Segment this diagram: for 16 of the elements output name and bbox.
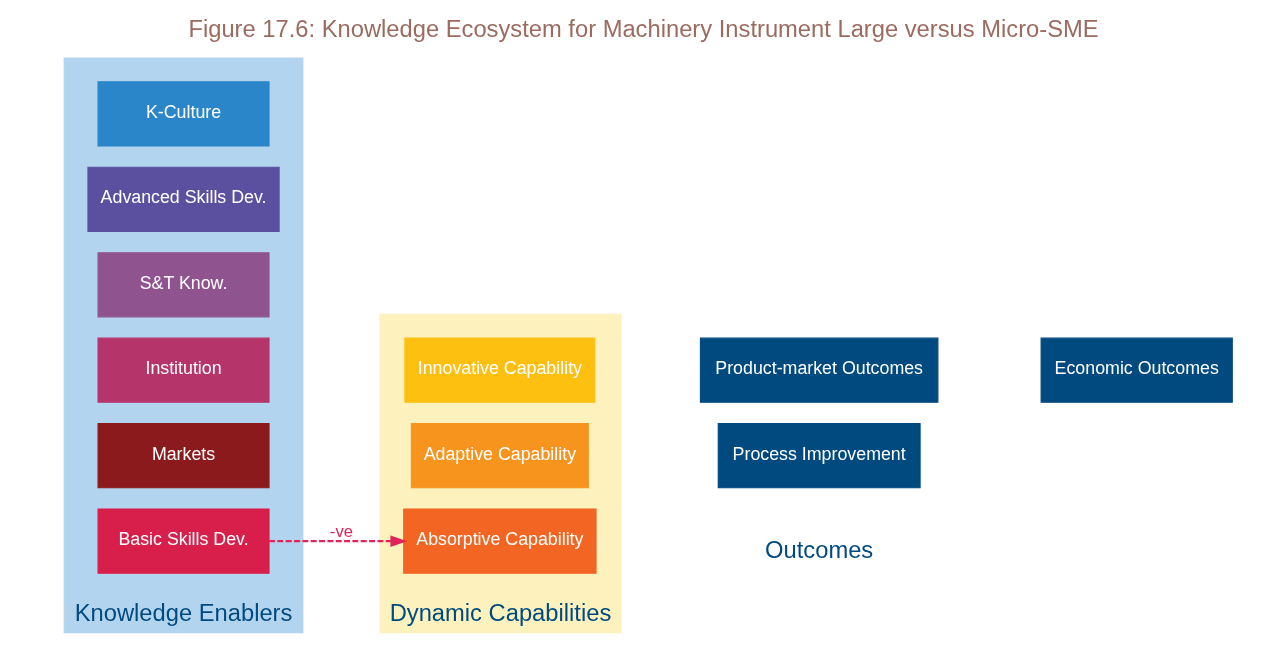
node-box: Adaptive Capability (410, 423, 589, 489)
node-box: Advanced Skills Dev. (87, 166, 280, 232)
diagram-title: Figure 17.6: Knowledge Ecosystem for Machinery Instrument Large versus Micro-SME (188, 15, 1099, 42)
node-box: S&T Know. (97, 252, 270, 318)
node-box: K-Culture (97, 81, 270, 147)
node-box: Absorptive Capability (403, 508, 597, 574)
node-box: Markets (97, 423, 270, 489)
node-box: Basic Skills Dev. (97, 508, 270, 574)
node-box: Process Improvement (717, 423, 921, 489)
edge-label: -ve (329, 521, 353, 541)
arrow (269, 535, 408, 547)
label: Outcomes (765, 536, 874, 563)
node-box: Institution (97, 337, 270, 403)
node-box: Product-market Outcomes (699, 337, 939, 403)
node-box: Innovative Capability (404, 337, 596, 403)
node-box: Economic Outcomes (1040, 337, 1233, 403)
